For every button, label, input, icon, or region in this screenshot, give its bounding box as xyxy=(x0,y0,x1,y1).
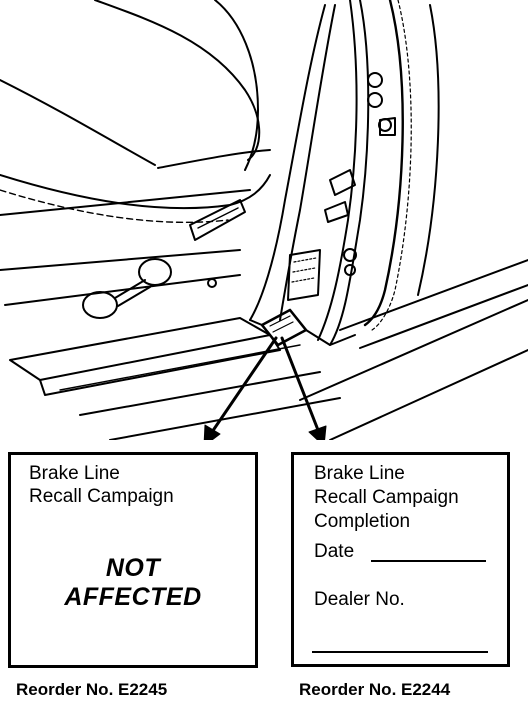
card-title-line2: Recall Campaign xyxy=(29,486,174,507)
seat-side-top xyxy=(0,189,251,216)
b-pillar-right-inner xyxy=(317,0,358,341)
not-affected-label-card: Brake Line Recall Campaign NOT AFFECTED xyxy=(8,452,258,668)
status-line2: AFFECTED xyxy=(64,583,202,611)
door-seal xyxy=(363,0,404,327)
latch-hardware xyxy=(324,72,396,276)
seat-side-lower xyxy=(4,274,241,306)
status-line1: NOT xyxy=(105,554,161,582)
b-pillar-left-inner xyxy=(279,4,336,321)
seat-side-bottom xyxy=(0,249,241,271)
b-pillar-left-edge xyxy=(249,4,326,321)
reorder-number-right: Reorder No. E2244 xyxy=(299,680,451,699)
seat-shoulder xyxy=(214,0,259,171)
sill-plate xyxy=(9,317,271,381)
recline-lever xyxy=(189,199,246,241)
arrow-left-head xyxy=(203,424,221,440)
seat-cushion-line xyxy=(157,149,271,169)
card-title-line3: Completion xyxy=(314,511,411,532)
dealer-number-label: Dealer No. xyxy=(314,589,405,610)
arrow-to-left-card xyxy=(210,336,278,434)
seat-back-outline xyxy=(94,0,261,161)
seat-cushion-stitch xyxy=(0,189,229,224)
dealer-number-blank-line xyxy=(312,651,488,653)
completion-label-card: Brake Line Recall Campaign Completion Da… xyxy=(291,452,510,667)
arrow-to-right-card xyxy=(280,336,320,432)
arrow-right-head xyxy=(308,425,327,440)
seat-edge xyxy=(0,79,156,166)
date-blank-line xyxy=(371,560,486,562)
vehicle-pillar-illustration xyxy=(0,0,528,440)
vin-plate xyxy=(287,249,321,301)
card-title-line1: Brake Line xyxy=(314,463,405,484)
seat-cushion xyxy=(0,174,271,210)
seat-knobs xyxy=(82,258,217,319)
card-title-line1: Brake Line xyxy=(29,463,120,484)
b-pillar-right-edge xyxy=(329,0,370,346)
date-label: Date xyxy=(314,541,355,562)
card-title-line2: Recall Campaign xyxy=(314,487,459,508)
reorder-number-left: Reorder No. E2245 xyxy=(16,680,168,699)
